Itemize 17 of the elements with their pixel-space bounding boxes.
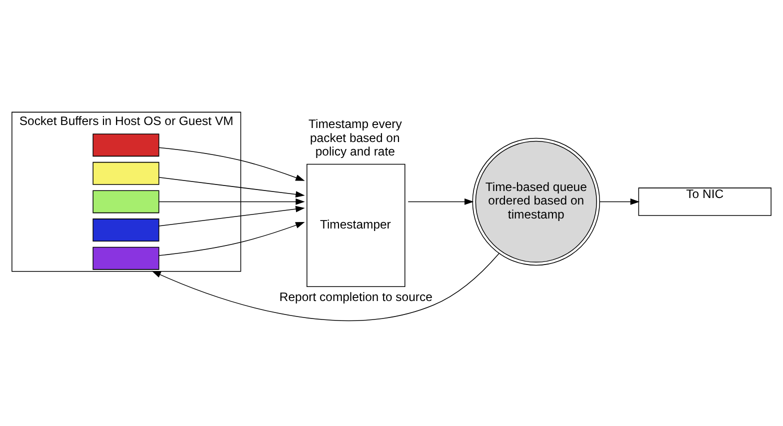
arrow (600, 198, 640, 204)
arrow (408, 198, 474, 204)
node-bar (92, 218, 160, 242)
node-label: Timestamp every packet based on policy and rate (308, 116, 402, 158)
arrow (158, 198, 305, 204)
node-circle: Time-based queue ordered based on timestamp (472, 137, 600, 266)
arrow (158, 222, 305, 256)
node-box: To NIC (638, 187, 772, 216)
arrow (152, 252, 500, 320)
arrow (158, 146, 305, 180)
edge-label: Report completion to source (279, 290, 432, 304)
node-bar (92, 161, 160, 184)
node-bar (92, 133, 160, 156)
arrow (158, 205, 305, 226)
arrow (158, 176, 305, 198)
node-bar (92, 246, 160, 270)
node-bar (92, 190, 160, 213)
